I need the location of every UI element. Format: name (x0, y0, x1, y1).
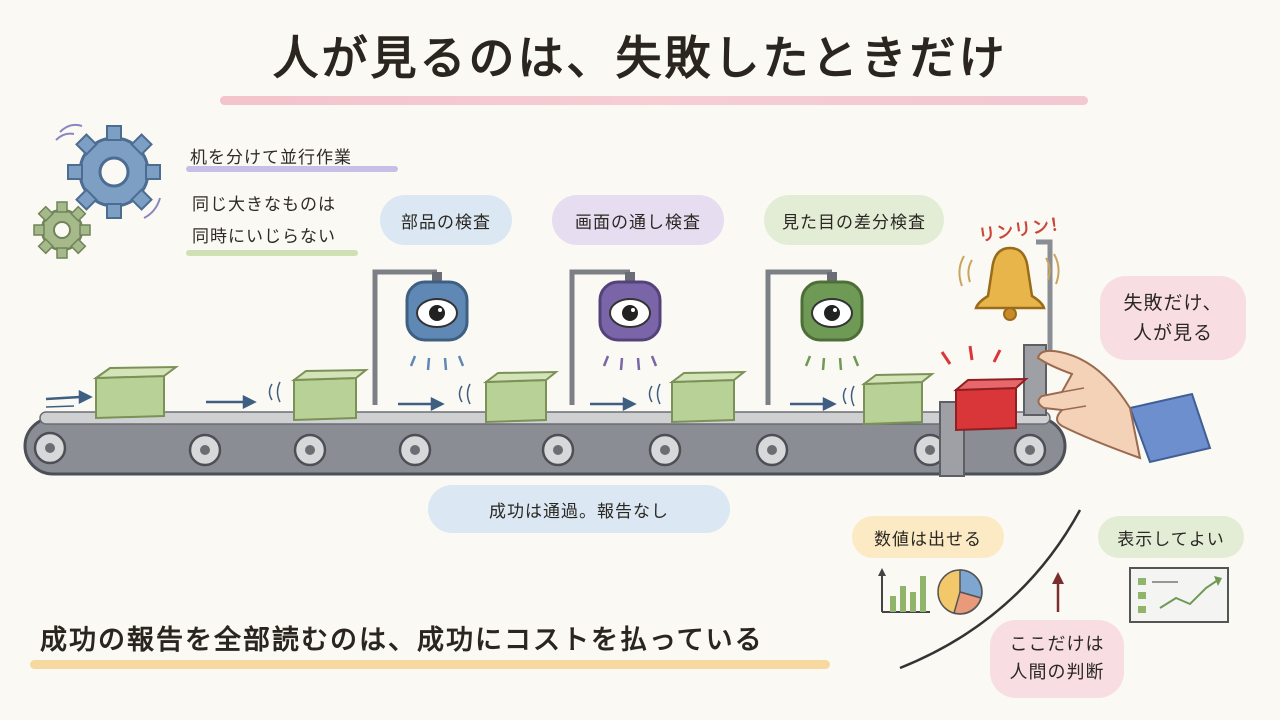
human-judgment-line1: ここだけは (1009, 634, 1105, 655)
conveyor-belt (23, 411, 1067, 476)
alarm-bell-icon (958, 239, 1060, 350)
numbers-ok-bubble: 数値は出せる (852, 516, 1004, 558)
inspection-bubble-screen: 画面の通し検査 (552, 195, 724, 245)
box-2 (290, 368, 369, 422)
footer-underline (30, 660, 830, 669)
passing-boxes (92, 365, 935, 426)
box-4 (668, 370, 747, 424)
flow-arrows (45, 389, 837, 412)
failure-note-bubble: 失敗だけ、 人が見る (1100, 276, 1246, 360)
motion-marks (268, 381, 855, 407)
failure-note-line1: 失敗だけ、 (1123, 292, 1223, 314)
failed-box (940, 345, 1029, 432)
dashboard-display-icon (1129, 567, 1229, 623)
bar-chart-icon (878, 568, 930, 613)
camera-eye-icon-screen (598, 272, 662, 371)
footer-message: 成功の報告を全部読むのは、成功にコストを払っている (40, 625, 764, 656)
title-underline (220, 96, 1088, 105)
inspection-bubble-parts: 部品の検査 (380, 195, 512, 245)
same-things-note-line2: 同時にいじらない (192, 227, 336, 247)
camera-stands (372, 269, 832, 405)
small-gear-icon (33, 201, 91, 259)
page-title: 人が見るのは、失敗したときだけ (272, 31, 1008, 85)
gears-icon (33, 123, 161, 259)
same-things-underline (186, 250, 358, 256)
parallel-work-note: 机を分けて並行作業 (190, 148, 352, 168)
camera-eye-icon-parts (405, 272, 469, 371)
human-judgment-line2: 人間の判断 (1009, 662, 1105, 683)
display-ok-bubble: 表示してよい (1098, 516, 1244, 558)
success-pass-bubble: 成功は通過。報告なし (428, 485, 730, 533)
judgment-curve (899, 509, 1082, 670)
same-things-note-line1: 同じ大きなものは (192, 195, 336, 215)
large-gear-icon (67, 125, 161, 219)
box-1 (92, 365, 180, 420)
parallel-note-underline (186, 166, 398, 172)
human-judgment-bubble: ここだけは 人間の判断 (990, 620, 1124, 698)
inspection-bubble-visual: 見た目の差分検査 (764, 195, 944, 245)
box-3 (482, 370, 559, 424)
camera-eye-icon-visual (800, 272, 864, 371)
human-hand-icon (1036, 349, 1212, 464)
failure-note-line2: 人が見る (1132, 322, 1213, 344)
box-5 (860, 372, 935, 426)
pie-chart-icon (937, 569, 983, 615)
